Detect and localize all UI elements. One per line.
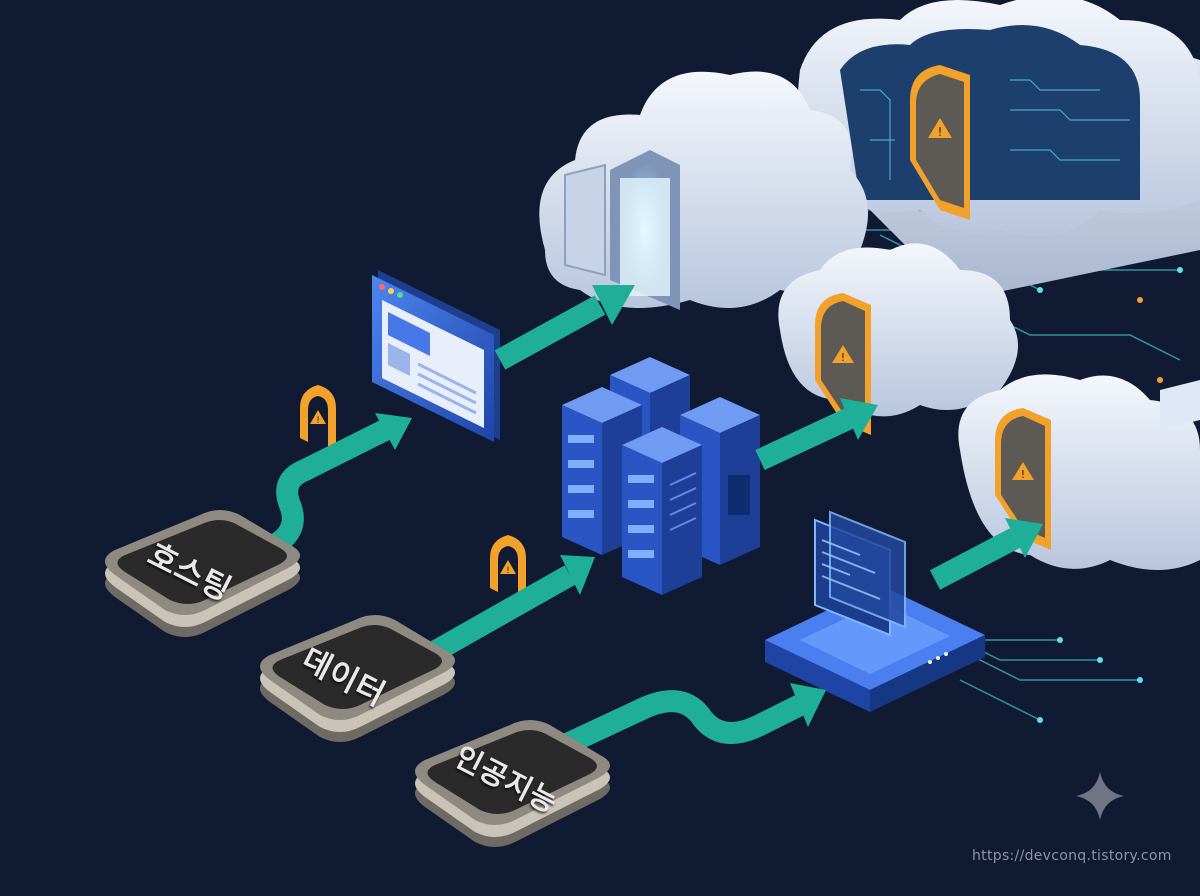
svg-text:!: ! (938, 125, 943, 139)
browser-window-icon (372, 270, 500, 442)
svg-text:!: ! (316, 416, 320, 426)
tile-data (260, 615, 455, 742)
warning-arch-icon: ! (490, 535, 526, 605)
arrow-ai (560, 690, 805, 755)
cloud-open-door (539, 71, 868, 310)
svg-text:!: ! (506, 566, 510, 576)
warning-arch-icon: ! (300, 385, 336, 455)
warning-gate-large-1: ! (910, 65, 970, 220)
warning-gate-large-3: ! (995, 408, 1051, 550)
svg-text:!: ! (1021, 468, 1025, 481)
warning-gate-large-2: ! (815, 293, 871, 435)
arrow-server-gate (755, 408, 855, 470)
computer-terminal-icon (765, 510, 985, 712)
arrow-browser-cloud (494, 295, 606, 370)
arrow-heads (375, 285, 1043, 727)
svg-text:!: ! (841, 351, 845, 364)
arrow-hosting (250, 420, 390, 565)
server-rack-icon (562, 357, 760, 595)
flow-arrows (250, 295, 1021, 755)
tile-ai (415, 720, 610, 847)
tile-hosting (105, 510, 300, 637)
sparkle-icon (1076, 772, 1124, 820)
cloud-main-platform (790, 0, 1200, 300)
arrow-data (414, 565, 576, 670)
watermark-url: https://devconq.tistory.com (972, 848, 1172, 864)
arrow-terminal-gate (929, 528, 1021, 590)
